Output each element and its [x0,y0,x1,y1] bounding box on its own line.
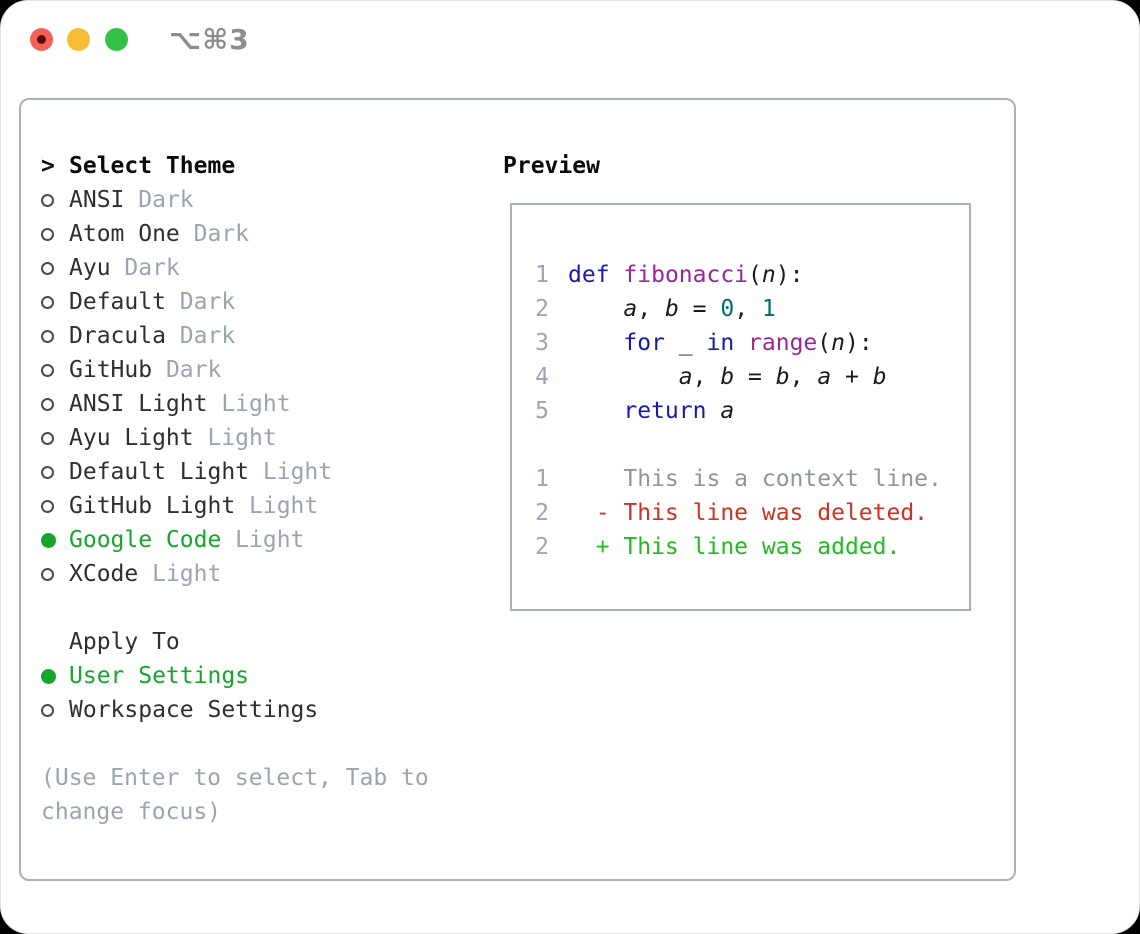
theme-option[interactable]: Ayu Dark [41,251,332,285]
code-content: - This line was deleted. [568,500,929,526]
apply-to-option-label: User Settings [69,663,250,689]
code-line: 1 def fibonacci(n): [533,258,969,292]
theme-list-header: > Select Theme [41,149,332,183]
code-content: a, b = b, a + b [678,364,887,390]
theme-variant: Dark [179,323,236,349]
code-line: 4 a, b = b, a + b [533,360,969,394]
theme-option[interactable]: Default Light Light [41,455,332,489]
line-number: 4 [535,364,549,390]
apply-to-option-label: Workspace Settings [69,697,319,723]
theme-name: Google Code [69,527,236,553]
theme-option[interactable]: Google Code Light [41,523,332,557]
prompt-icon: > [41,153,55,179]
radio-unselected-icon [41,193,69,207]
line-number: 1 [535,466,549,492]
theme-name: Ayu Light [69,425,208,451]
line-number: 1 [535,262,549,288]
window-title: ⌥⌘3 [169,23,250,56]
theme-variant: Dark [193,221,250,247]
code-line [533,428,969,462]
theme-option[interactable]: ANSI Dark [41,183,332,217]
code-content: def fibonacci(n): [568,262,804,288]
code-line: 5 return a [533,394,969,428]
radio-unselected-icon [41,227,69,241]
theme-name: Dracula [69,323,180,349]
code-content: for _ in range(n): [623,330,873,356]
line-number: 3 [535,330,549,356]
radio-unselected-icon [41,261,69,275]
code-line: 1 This is a context line. [533,462,969,496]
code-content: return a [623,398,735,424]
line-number: 5 [535,398,549,424]
theme-option[interactable]: GitHub Dark [41,353,332,387]
code-content: + This line was added. [568,534,901,560]
theme-list-title: Select Theme [69,153,236,179]
apply-to-title: Apply To [69,629,180,655]
theme-variant: Light [207,425,277,451]
theme-option[interactable]: Default Dark [41,285,332,319]
code-content: a, b = 0, 1 [623,296,776,322]
radio-unselected-icon [41,499,69,513]
theme-variant: Dark [179,289,236,315]
hint-text: (Use Enter to select, Tab to change focus… [41,761,429,829]
radio-unselected-icon [41,567,69,581]
theme-option[interactable]: ANSI Light Light [41,387,332,421]
radio-selected-icon [41,532,69,548]
hint-line: (Use Enter to select, Tab to [41,765,429,791]
radio-unselected-icon [41,295,69,309]
line-number: 2 [535,500,549,526]
radio-unselected-icon [41,363,69,377]
line-number: 2 [535,296,549,322]
code-line: 2 - This line was deleted. [533,496,969,530]
theme-variant: Light [152,561,222,587]
theme-variant: Dark [124,255,180,281]
radio-unselected-icon [41,703,69,717]
radio-unselected-icon [41,397,69,411]
theme-name: Atom One [69,221,194,247]
theme-variant: Light [249,493,319,519]
code-content: This is a context line. [568,466,942,492]
theme-variant: Dark [165,357,222,383]
theme-option[interactable]: Ayu Light Light [41,421,332,455]
radio-selected-icon [41,668,69,684]
radio-unselected-icon [41,431,69,445]
theme-option[interactable]: Dracula Dark [41,319,332,353]
theme-variant: Light [235,527,305,553]
radio-unselected-icon [41,329,69,343]
theme-variant: Light [262,459,333,485]
theme-option[interactable]: GitHub Light Light [41,489,332,523]
theme-option[interactable]: Atom One Dark [41,217,332,251]
theme-name: GitHub Light [69,493,250,519]
hint-line: change focus) [41,799,222,825]
theme-name: Default Light [69,459,263,485]
zoom-button[interactable] [105,28,128,51]
theme-name: XCode [69,561,153,587]
theme-variant: Dark [138,187,194,213]
theme-name: GitHub [69,357,166,383]
code-line: 2 a, b = 0, 1 [533,292,969,326]
theme-name: ANSI [69,187,139,213]
cursor-marker: > [41,153,69,179]
close-button[interactable] [30,28,53,51]
minimize-button[interactable] [67,28,90,51]
line-number: 2 [535,534,549,560]
theme-name: Ayu [69,255,125,281]
titlebar: ⌥⌘3 [1,1,1139,77]
radio-unselected-icon [41,465,69,479]
apply-to-header: Apply To [41,625,318,659]
theme-name: ANSI Light [69,391,222,417]
apply-to-option[interactable]: User Settings [41,659,318,693]
apply-to-option[interactable]: Workspace Settings [41,693,318,727]
code-line: 2 + This line was added. [533,530,969,564]
theme-option[interactable]: XCode Light [41,557,332,591]
theme-variant: Light [221,391,291,417]
unsaved-dot-icon [37,35,46,44]
theme-name: Default [69,289,180,315]
code-line: 3 for _ in range(n): [533,326,969,360]
preview-title: Preview [503,153,600,179]
